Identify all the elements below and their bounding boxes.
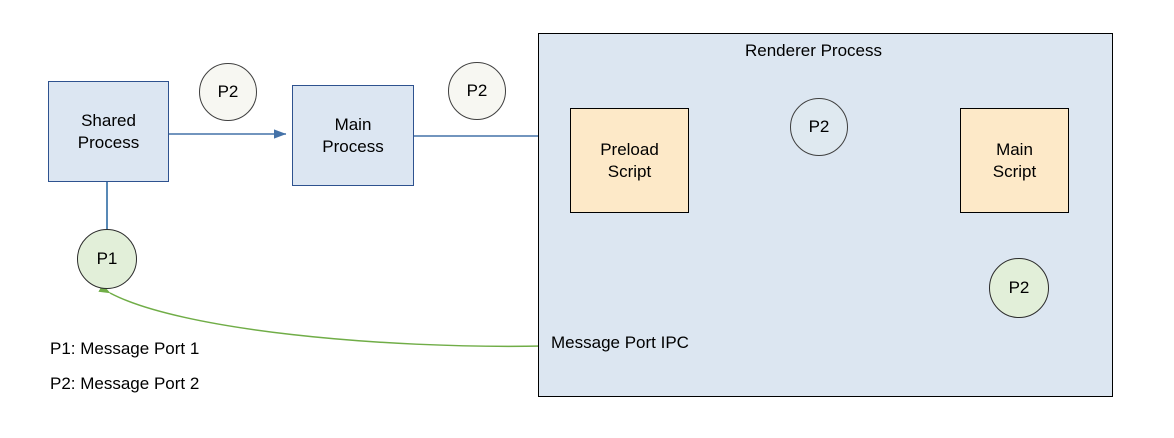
port-p2-shared-to-main-label: P2 xyxy=(217,82,239,101)
node-main-script-label-line2: Script xyxy=(992,161,1037,181)
legend-item-p2: P2: Message Port 2 xyxy=(50,374,200,393)
port-p2-main-to-preload[interactable]: P2 xyxy=(448,62,506,120)
renderer-process-title: Renderer Process xyxy=(745,41,883,60)
node-main-process-label-line1: Main xyxy=(334,114,372,134)
port-p1-shared[interactable]: P1 xyxy=(77,229,137,289)
legend: P1: Message Port 1 P2: Message Port 2 xyxy=(50,340,199,392)
port-p2-preload-to-main-script-label: P2 xyxy=(808,117,830,136)
port-p2-main-script-label: P2 xyxy=(1008,278,1030,297)
port-p2-shared-to-main[interactable]: P2 xyxy=(199,63,257,121)
node-main-process[interactable]: Main Process xyxy=(292,85,414,186)
port-p2-main-script[interactable]: P2 xyxy=(989,258,1049,318)
node-preload-script[interactable]: Preload Script xyxy=(570,108,689,213)
legend-item-p1: P1: Message Port 1 xyxy=(50,339,200,358)
edge-message-port-ipc-left xyxy=(98,284,544,348)
node-main-script-label-line1: Main xyxy=(996,139,1033,159)
node-shared-process-label-line2: Process xyxy=(77,132,140,152)
node-preload-script-label-line2: Script xyxy=(607,161,652,181)
renderer-process-container xyxy=(538,33,1113,397)
node-shared-process-label-line1: Shared xyxy=(81,110,136,130)
port-p2-preload-to-main-script[interactable]: P2 xyxy=(790,98,848,156)
node-main-process-label-line2: Process xyxy=(322,136,384,156)
port-p2-main-to-preload-label: P2 xyxy=(466,81,488,100)
node-main-script[interactable]: Main Script xyxy=(960,108,1069,213)
port-p1-shared-label: P1 xyxy=(96,249,118,268)
node-shared-process[interactable]: Shared Process xyxy=(48,81,169,182)
node-preload-script-label-line1: Preload xyxy=(600,139,659,159)
edge-label-message-port-ipc: Message Port IPC xyxy=(551,333,689,352)
